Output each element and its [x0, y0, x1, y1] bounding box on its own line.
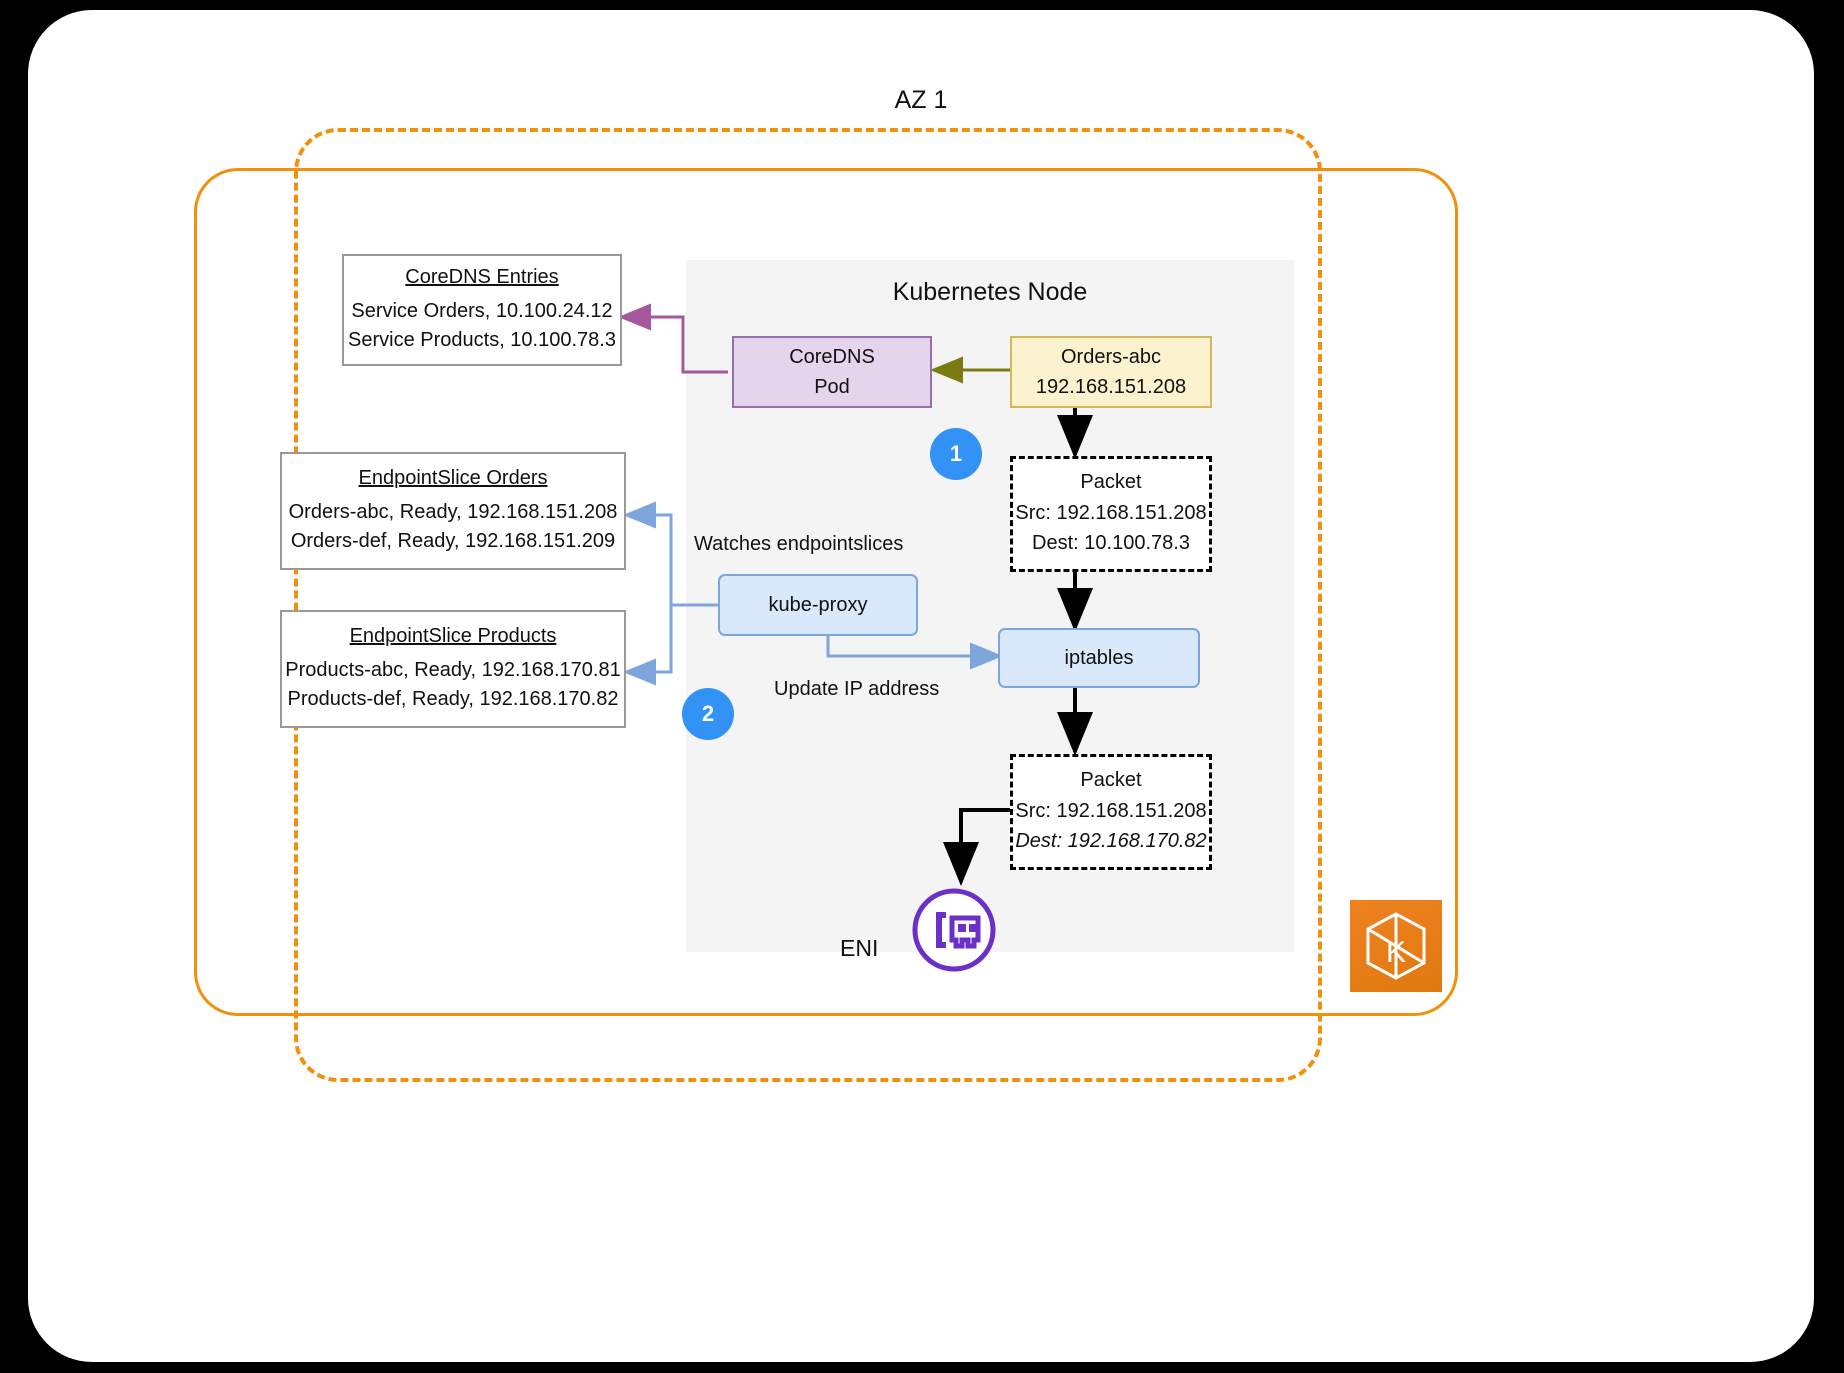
kube-proxy-label: kube-proxy: [768, 594, 868, 616]
endpointslice-orders-title: EndpointSlice Orders: [358, 466, 548, 489]
orders-pod-box: Orders-abc 192.168.151.208: [1010, 336, 1212, 408]
coredns-pod-line-1: CoreDNS: [789, 346, 875, 368]
cluster-solid-boundary: [194, 168, 1458, 1016]
step-badge-2: 2: [682, 688, 734, 740]
iptables-box: iptables: [998, 628, 1200, 688]
orders-pod-ip: 192.168.151.208: [1035, 376, 1187, 398]
packet-bottom-box: Packet Src: 192.168.151.208 Dest: 192.16…: [1010, 754, 1212, 870]
endpointslice-products-title: EndpointSlice Products: [349, 624, 557, 647]
packet-bottom-title: Packet: [1080, 768, 1142, 791]
watches-endpointslices-label: Watches endpointslices: [694, 533, 904, 555]
eks-logo: K: [1350, 900, 1442, 992]
endpointslice-products-line-2: Products-def, Ready, 192.168.170.82: [287, 687, 619, 710]
eks-logo-letter: K: [1386, 936, 1406, 969]
eni-icon: [912, 888, 996, 972]
packet-bottom-dest: Dest: 192.168.170.82: [1015, 829, 1207, 852]
node-title: Kubernetes Node: [892, 278, 1088, 306]
packet-top-box: Packet Src: 192.168.151.208 Dest: 10.100…: [1010, 456, 1212, 572]
vpc-dashed-boundary: [294, 128, 1322, 1082]
coredns-entries-line-2: Service Products, 10.100.78.3: [348, 328, 616, 351]
orders-pod-name: Orders-abc: [1060, 346, 1162, 368]
coredns-pod-line-2: Pod: [814, 376, 850, 398]
endpointslice-orders-box: EndpointSlice Orders Orders-abc, Ready, …: [280, 452, 626, 570]
endpointslice-products-line-1: Products-abc, Ready, 192.168.170.81: [285, 658, 621, 681]
az-label: AZ 1: [894, 86, 948, 114]
packet-top-dest: Dest: 10.100.78.3: [1032, 531, 1190, 554]
iptables-label: iptables: [1064, 647, 1134, 669]
packet-bottom-src: Src: 192.168.151.208: [1015, 799, 1207, 822]
endpointslice-products-box: EndpointSlice Products Products-abc, Rea…: [280, 610, 626, 728]
step-badge-1: 1: [930, 428, 982, 480]
endpointslice-orders-line-2: Orders-def, Ready, 192.168.151.209: [290, 529, 616, 552]
coredns-pod-box: CoreDNS Pod: [732, 336, 932, 408]
kube-proxy-box: kube-proxy: [718, 574, 918, 636]
coredns-entries-box: CoreDNS Entries Service Orders, 10.100.2…: [342, 254, 622, 366]
coredns-entries-title: CoreDNS Entries: [405, 265, 559, 288]
coredns-entries-line-1: Service Orders, 10.100.24.12: [351, 299, 613, 322]
endpointslice-orders-line-1: Orders-abc, Ready, 192.168.151.208: [288, 500, 618, 523]
packet-top-src: Src: 192.168.151.208: [1015, 501, 1207, 524]
eni-label: ENI: [840, 935, 879, 961]
outer-card: AZ 1 Kubernetes Node: [28, 10, 1814, 1362]
update-ip-address-label: Update IP address: [774, 678, 940, 700]
packet-top-title: Packet: [1080, 470, 1142, 493]
